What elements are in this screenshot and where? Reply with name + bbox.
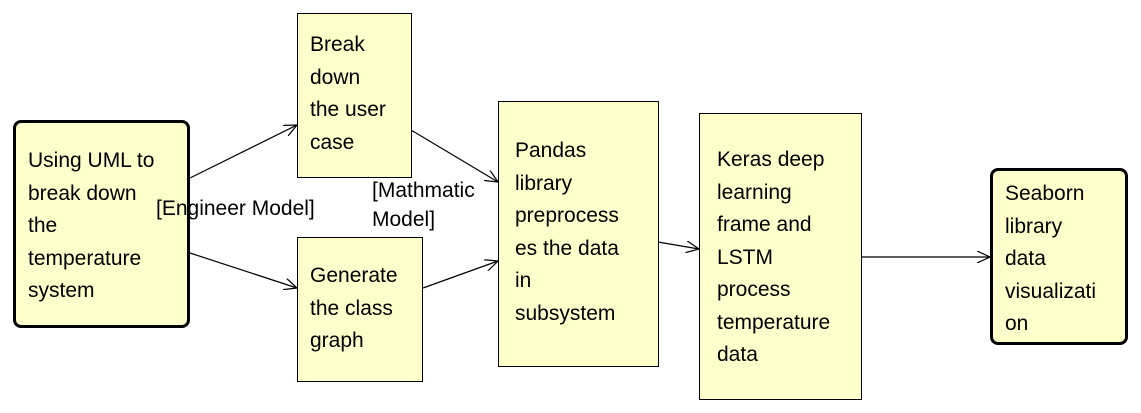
edge-pandas-to-keras	[657, 242, 699, 249]
edge-label-mathmatic-model: [Mathmatic Model]	[372, 179, 475, 231]
edge-label-engineer-model: [Engineer Model]	[156, 197, 315, 220]
edge-breakdown-to-pandas	[410, 129, 498, 182]
node-keras-lstm: Keras deep learning frame and LSTM proce…	[699, 113, 862, 400]
node-seaborn-visualization: Seaborn library data visualizati on	[990, 168, 1128, 345]
edge-classgraph-to-pandas	[422, 261, 498, 289]
node-break-down-user-case: Break down the user case	[297, 13, 412, 178]
edge-uml-to-breakdown	[189, 125, 297, 179]
node-generate-class-graph: Generate the class graph	[297, 237, 423, 382]
edge-uml-to-classgraph	[189, 252, 297, 288]
node-pandas-preprocess: Pandas library preprocess es the data in…	[498, 101, 659, 367]
node-uml-breakdown: Using UML to break down the temperature …	[13, 120, 190, 328]
